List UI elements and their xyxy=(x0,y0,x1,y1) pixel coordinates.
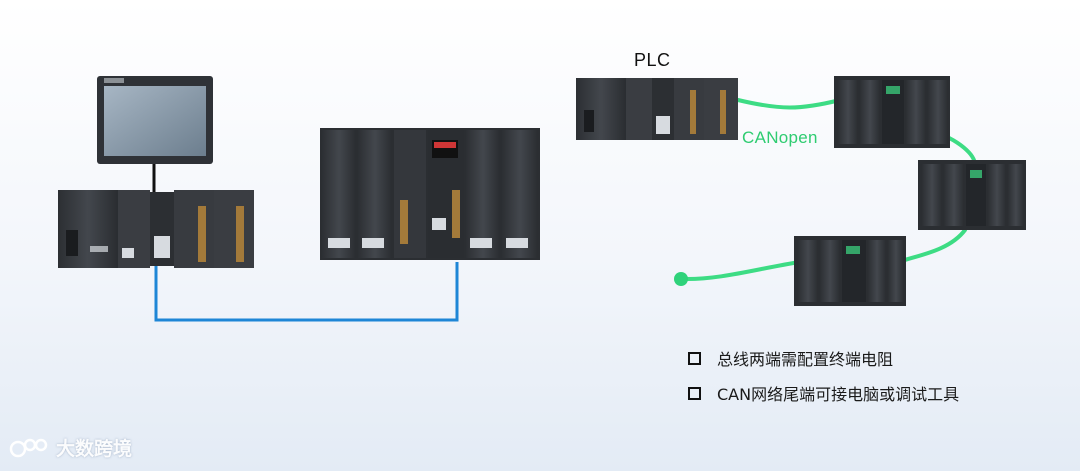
canopen-end-node xyxy=(674,272,688,286)
note-text: CAN网络尾端可接电脑或调试工具 xyxy=(717,385,960,404)
note-item: CAN网络尾端可接电脑或调试工具 xyxy=(688,383,960,404)
watermark-logo-icon xyxy=(9,438,48,457)
notes-list: 总线两端需配置终端电阻 CAN网络尾端可接电脑或调试工具 xyxy=(688,348,959,418)
left-plc-rack xyxy=(58,190,254,268)
canopen-node-1 xyxy=(834,76,950,148)
hmi-touchscreen xyxy=(97,76,213,164)
watermark: 大数跨境 xyxy=(8,434,132,461)
watermark-text: 大数跨境 xyxy=(56,438,133,460)
ethernet-cable xyxy=(154,262,459,322)
note-text: 总线两端需配置终端电阻 xyxy=(717,350,894,369)
canopen-node-3 xyxy=(794,236,906,306)
plc-label: PLC xyxy=(634,50,671,70)
square-bullet-icon xyxy=(688,386,701,400)
canopen-label: CANopen xyxy=(742,128,818,147)
canopen-cable xyxy=(681,98,977,282)
center-io-rack xyxy=(320,128,540,260)
note-item: 总线两端需配置终端电阻 xyxy=(688,348,959,369)
square-bullet-icon xyxy=(688,351,701,365)
canopen-node-2 xyxy=(918,160,1026,230)
right-plc-rack xyxy=(576,78,738,140)
